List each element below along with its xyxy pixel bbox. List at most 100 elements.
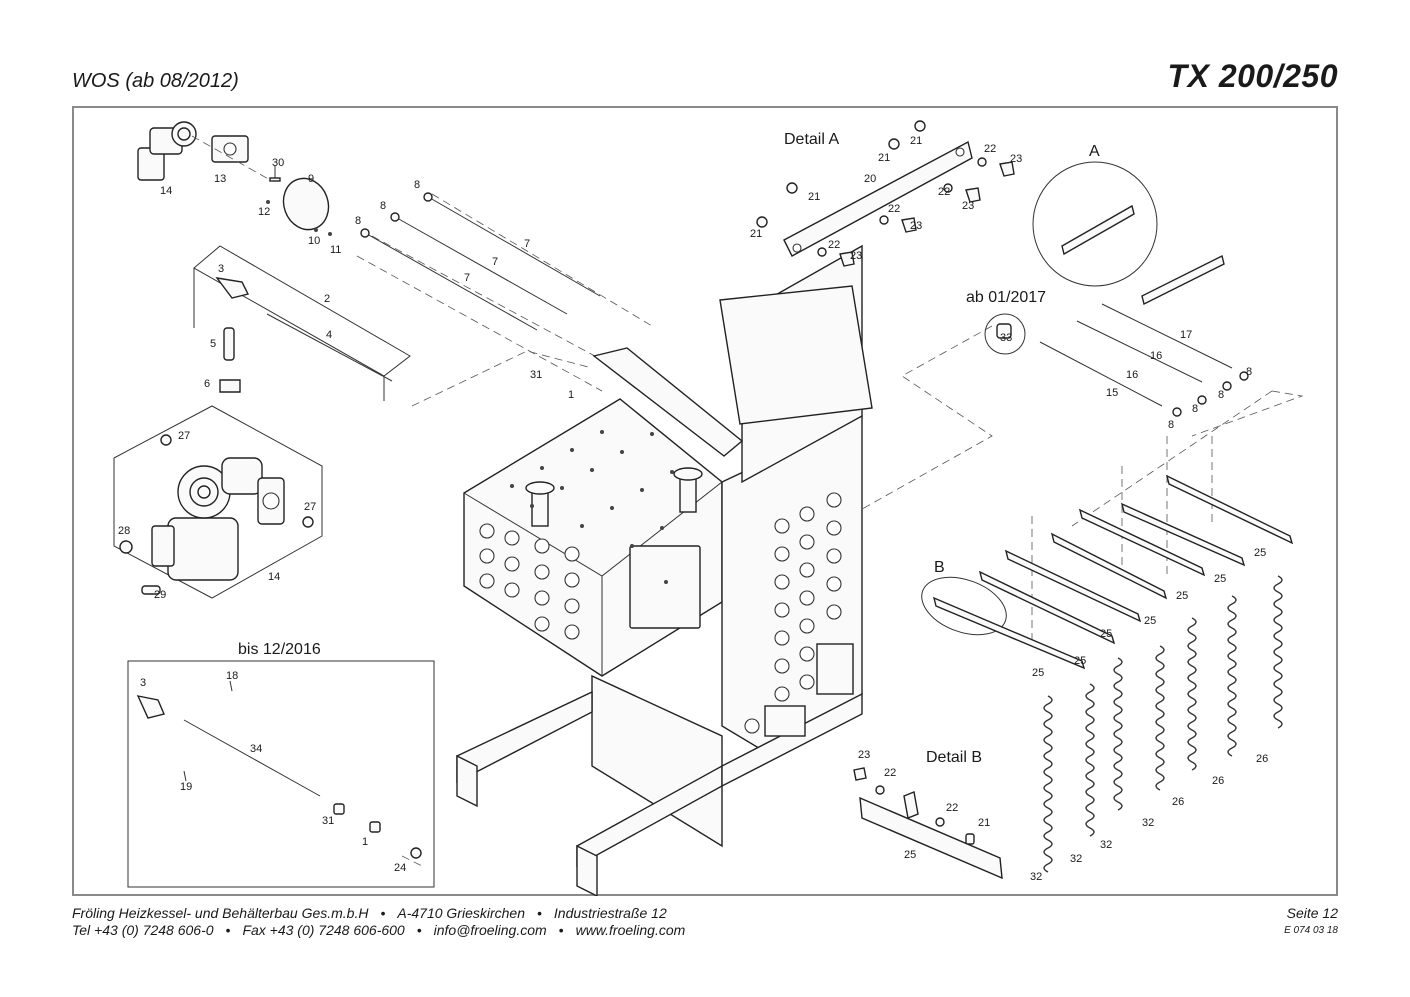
boiler-holes-right [744, 492, 842, 734]
part-label-8-f: 8 [1192, 403, 1198, 415]
part-label-22-f: 22 [946, 802, 958, 814]
part-label-33: 33 [1000, 332, 1012, 344]
boiler-top-dots [510, 430, 674, 548]
part-label-6: 6 [204, 378, 210, 390]
footer-fax: Fax +43 (0) 7248 606-600 [242, 922, 405, 938]
part-label-32-d: 32 [1030, 871, 1042, 883]
part-label-25-b: 25 [1214, 573, 1226, 585]
footer-address: A-4710 Grieskirchen [397, 905, 525, 921]
part-label-8-b: 8 [380, 200, 386, 212]
detail-b-label: Detail B [926, 749, 982, 766]
part-label-19: 19 [180, 781, 192, 793]
footer-tel: Tel +43 (0) 7248 606-0 [72, 922, 214, 938]
drawing-frame [72, 106, 1338, 896]
footer-email[interactable]: info@froeling.com [433, 922, 547, 938]
callout-a-label: A [1089, 143, 1100, 160]
part-label-24: 24 [394, 862, 406, 874]
part-label-16-a: 16 [1150, 350, 1162, 362]
footer-company: Fröling Heizkessel- und Behälterbau Ges.… [72, 905, 369, 921]
part-label-22-d: 22 [828, 239, 840, 251]
callout-b-label: B [934, 559, 945, 576]
legacy-rod-box [127, 660, 435, 888]
shaker-rods [360, 192, 601, 331]
part-label-32-c: 32 [1070, 853, 1082, 865]
part-label-22-c: 22 [888, 203, 900, 215]
part-label-23-d: 23 [850, 250, 862, 262]
part-label-25-h: 25 [904, 849, 916, 861]
part-label-7-a: 7 [524, 238, 530, 250]
part-label-30: 30 [272, 157, 284, 169]
part-label-25-e: 25 [1100, 628, 1112, 640]
part-label-23-a: 23 [1010, 153, 1022, 165]
detail-a-label: Detail A [784, 131, 839, 148]
part-label-5: 5 [210, 338, 216, 350]
part-label-12: 12 [258, 206, 270, 218]
rod-assembly-box [193, 245, 411, 401]
document-code: E 074 03 18 [1284, 925, 1338, 936]
document-subtitle: WOS (ab 08/2012) [72, 70, 239, 92]
part-label-11: 11 [330, 244, 341, 256]
part-label-22-a: 22 [984, 143, 996, 155]
part-label-21-e: 21 [978, 817, 990, 829]
part-label-1-b: 1 [362, 836, 368, 848]
part-labels: 14 13 30 9 12 10 11 8 8 8 7 7 7 3 2 4 5 … [118, 135, 1268, 883]
boiler-holes-left [479, 523, 580, 640]
part-label-20: 20 [864, 173, 876, 185]
part-label-8-c: 8 [355, 215, 361, 227]
part-label-27-a: 27 [178, 430, 190, 442]
footer-bullet: • [558, 922, 564, 938]
page-number: Seite 12 [1286, 905, 1338, 921]
part-label-26-a: 26 [1256, 753, 1268, 765]
part-label-9: 9 [308, 173, 314, 185]
part-label-32-a: 32 [1142, 817, 1154, 829]
footer-company-line: Fröling Heizkessel- und Behälterbau Ges.… [72, 905, 667, 921]
part-label-23-c: 23 [910, 220, 922, 232]
part-label-16-b: 16 [1126, 369, 1138, 381]
part-label-25-d: 25 [1144, 615, 1156, 627]
assembly-dash-lines [356, 193, 1304, 867]
part-label-23-b: 23 [962, 200, 974, 212]
part-label-14-b: 14 [268, 571, 280, 583]
part-label-1-a: 1 [568, 389, 574, 401]
part-label-2: 2 [324, 293, 330, 305]
part-label-3-a: 3 [218, 263, 224, 275]
part-label-34: 34 [250, 743, 262, 755]
footer-bullet: • [225, 922, 231, 938]
footer-bullet: • [380, 905, 386, 921]
part-label-25-c: 25 [1176, 590, 1188, 602]
part-label-4: 4 [326, 329, 332, 341]
gear-motor-assembly [113, 405, 323, 599]
part-label-26-b: 26 [1212, 775, 1224, 787]
part-label-14: 14 [160, 185, 172, 197]
part-label-22-e: 22 [884, 767, 896, 779]
part-label-23-e: 23 [858, 749, 870, 761]
part-label-22-b: 22 [938, 186, 950, 198]
part-label-26-c: 26 [1172, 796, 1184, 808]
part-label-18: 18 [226, 670, 238, 682]
model-title: TX 200/250 [1167, 58, 1338, 94]
top-drive-motor [137, 121, 332, 236]
part-label-27-b: 27 [304, 501, 316, 513]
callout-a-assembly [984, 161, 1249, 417]
part-label-7-c: 7 [464, 272, 470, 284]
part-label-25-g: 25 [1032, 667, 1044, 679]
part-label-15: 15 [1106, 387, 1118, 399]
part-label-21-d: 21 [750, 228, 762, 240]
part-label-21-a: 21 [910, 135, 922, 147]
footer-bullet: • [416, 922, 422, 938]
footer-contact-line: Tel +43 (0) 7248 606-0 • Fax +43 (0) 7248 … [72, 922, 685, 938]
footer-street: Industriestraße 12 [553, 905, 667, 921]
footer-web[interactable]: www.froeling.com [575, 922, 686, 938]
part-label-8-e: 8 [1218, 389, 1224, 401]
part-label-25-a: 25 [1254, 547, 1266, 559]
bis-2016-label: bis 12/2016 [238, 641, 321, 658]
ab-2017-label: ab 01/2017 [966, 289, 1046, 306]
part-label-8-a: 8 [414, 179, 420, 191]
part-label-31-a: 31 [530, 369, 542, 381]
detail-a-bracket [756, 120, 1015, 267]
part-label-28: 28 [118, 525, 130, 537]
part-label-8-d: 8 [1246, 366, 1252, 378]
part-label-31-b: 31 [322, 815, 334, 827]
exploded-parts-drawing: Detail A A ab 01/2017 B bis 12/2016 Deta… [113, 120, 1304, 896]
part-label-21-b: 21 [878, 152, 890, 164]
